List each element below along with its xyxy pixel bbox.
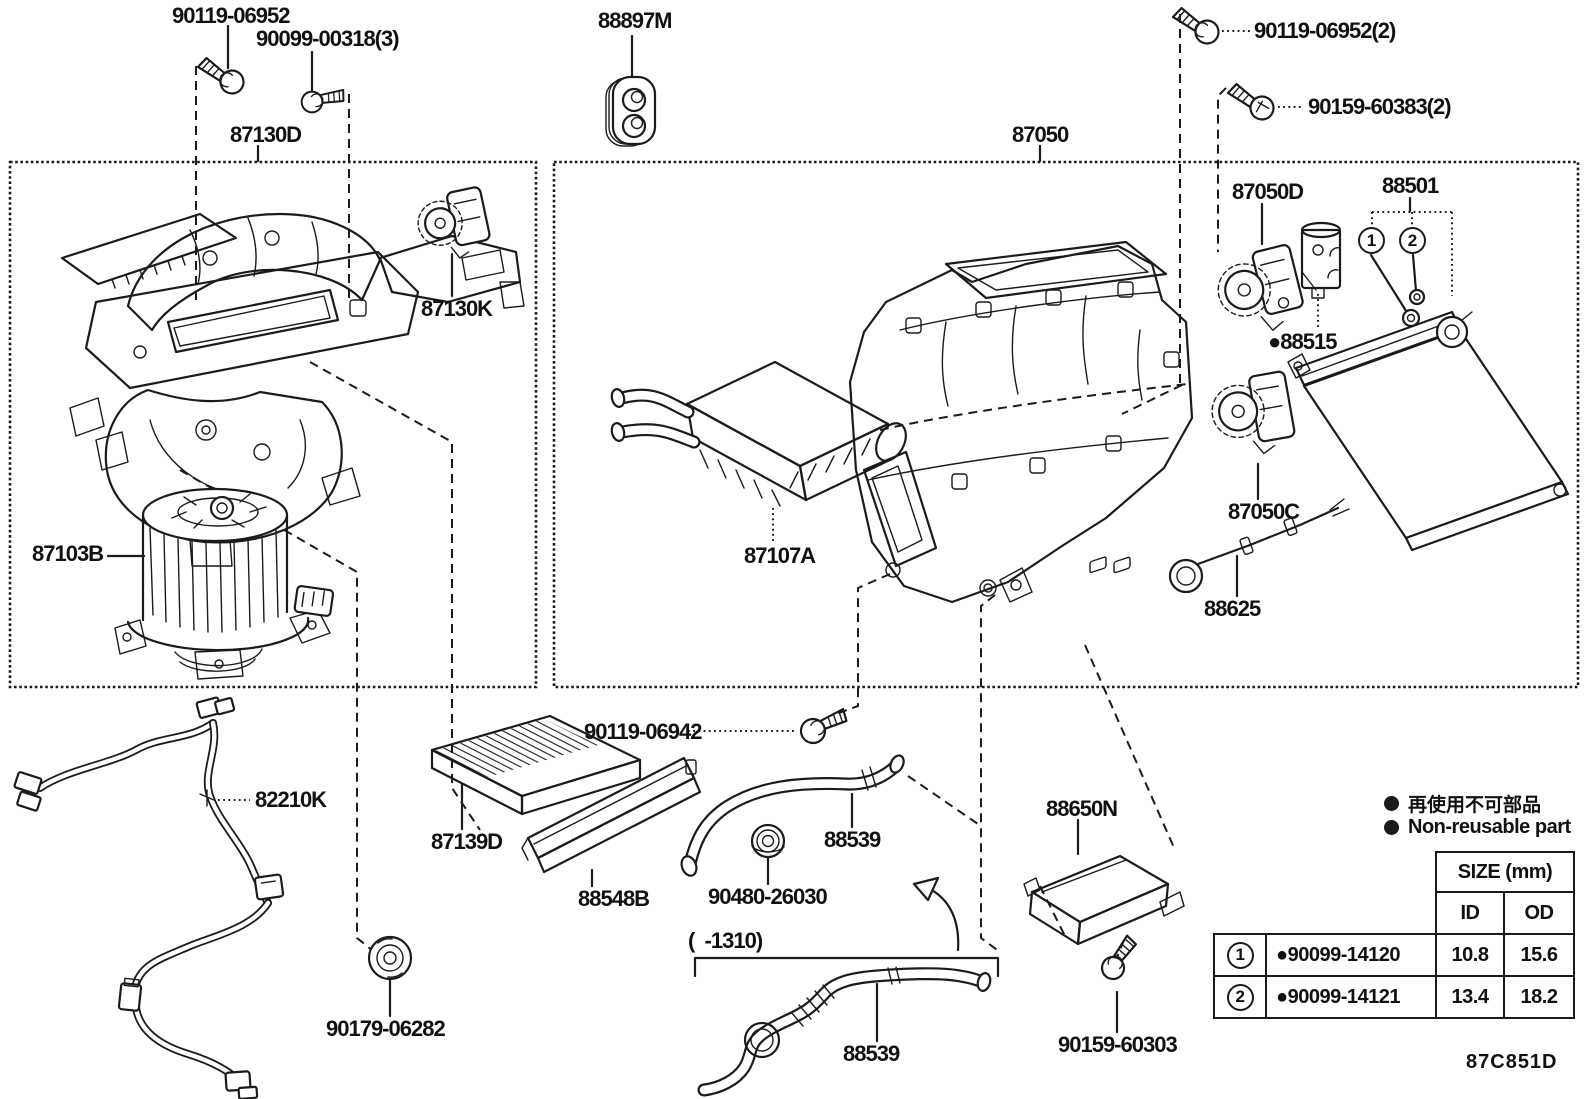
table-ref-cell: 2: [1213, 975, 1267, 1019]
ref-circle-2: 2: [1399, 227, 1426, 254]
grommet-88897m-art: [605, 75, 657, 147]
leader-lines: [106, 24, 1418, 1043]
size-table: SIZE (mm) ID OD 1 ●90099-14120 10.8 15.6…: [1213, 851, 1575, 1019]
callout-88650n: 88650N: [1046, 796, 1118, 821]
size-table-col-od: OD: [1503, 891, 1575, 935]
non-reusable-dot-icon: [1384, 819, 1399, 835]
callout-88539-lower: 88539: [843, 1041, 900, 1066]
harness-82210k-art: [13, 696, 285, 1099]
callout-90159-60303: 90159-60303: [1058, 1032, 1178, 1057]
callout-hose-length: ( -1310): [688, 928, 763, 953]
servo-87050d-art: [1217, 244, 1304, 331]
callout-90159-60383: 90159-60383(2): [1308, 94, 1452, 119]
evaporator-art: [1287, 310, 1570, 552]
screw-90119-06942-art: [799, 707, 848, 745]
callout-88539-upper: 88539: [824, 827, 881, 852]
screw-90119-06952-2-art: [1171, 6, 1220, 45]
heater-core-87107a-art: [610, 360, 907, 507]
table-od-cell: 18.2: [1503, 975, 1575, 1019]
callout-90099-00318: 90099-00318(3): [256, 26, 400, 51]
non-reusable-dot-icon: [1384, 795, 1399, 811]
blower-motor-87103b-art: [114, 487, 335, 680]
direction-arrow: [926, 886, 960, 952]
screw-90119-06952-art: [196, 56, 245, 95]
table-id-cell: 13.4: [1435, 975, 1505, 1019]
size-table-header: SIZE (mm): [1435, 851, 1575, 893]
hose-88539-upper-art: [680, 754, 905, 877]
hose-88539-lower-art: [693, 876, 1000, 1097]
callout-87139d: 87139D: [431, 829, 503, 854]
table-part-cell: ●90099-14121: [1265, 975, 1437, 1019]
ac-unit-box-outline: [552, 160, 1580, 689]
filter-cover-88548b-art: [521, 756, 702, 874]
callout-87050d: 87050D: [1232, 179, 1304, 204]
table-id-cell: 10.8: [1435, 933, 1505, 977]
callout-87130d: 87130D: [230, 122, 302, 147]
screw-90099-00318-art: [300, 88, 345, 114]
callout-87103b: 87103B: [32, 541, 104, 566]
callout-82210k: 82210K: [255, 787, 327, 812]
callout-87107a: 87107A: [744, 543, 816, 568]
legend-en-row: Non-reusable part: [1384, 815, 1571, 839]
callout-88897m: 88897M: [598, 8, 673, 33]
screw-90159-60383-art: [1226, 82, 1275, 121]
figure-code: 87C851D: [1466, 1051, 1558, 1073]
table-part-cell: ●90099-14120: [1265, 933, 1437, 977]
size-table-col-id: ID: [1435, 891, 1505, 935]
callout-90480-26030: 90480-26030: [708, 884, 828, 909]
servo-87050c-art: [1211, 370, 1296, 455]
callout-87050c: 87050C: [1228, 499, 1300, 524]
orings-88501-art: [1401, 288, 1426, 328]
table-ref-1: 1: [1226, 941, 1254, 969]
callout-87050: 87050: [1012, 122, 1069, 147]
grommet-90480-art: [750, 823, 786, 859]
thermistor-88625-art: [1168, 498, 1350, 594]
ac-unit-body-art: [848, 240, 1194, 604]
servo-87130k-art: [417, 186, 491, 259]
table-od-cell: 15.6: [1503, 933, 1575, 977]
legend-jp-row: 再使用不可部品: [1384, 791, 1571, 816]
blower-assembly-art: [60, 212, 525, 567]
callout-90119-06942: 90119-06942: [584, 719, 702, 744]
callout-88515: ●88515: [1268, 329, 1337, 354]
callout-88501: 88501: [1382, 173, 1439, 198]
callout-90179-06282: 90179-06282: [326, 1016, 446, 1041]
amplifier-88650n-art: [1023, 556, 1185, 946]
legend: 再使用不可部品 Non-reusable part: [1384, 791, 1571, 839]
ref-circle-1: 1: [1358, 227, 1385, 254]
callout-87130k: 87130K: [421, 296, 493, 321]
callout-88625: 88625: [1204, 596, 1261, 621]
table-ref-2: 2: [1226, 983, 1254, 1011]
grommet-90179-art: [367, 935, 413, 981]
expansion-valve-88515-art: [1300, 221, 1342, 299]
dashed-relations: [179, 14, 1227, 961]
table-ref-cell: 1: [1213, 933, 1267, 977]
screw-90159-60303-art: [1100, 934, 1138, 981]
dotted-leaders: [218, 30, 1453, 801]
callout-90119-06952-2: 90119-06952(2): [1254, 18, 1396, 43]
legend-jp-text: 再使用不可部品: [1408, 794, 1542, 816]
legend-en-text: Non-reusable part: [1408, 815, 1571, 838]
length-bracket: [693, 956, 1000, 978]
filter-87139d-art: [430, 714, 642, 816]
callout-88548b: 88548B: [578, 886, 650, 911]
callout-90119-06952: 90119-06952: [172, 3, 290, 28]
